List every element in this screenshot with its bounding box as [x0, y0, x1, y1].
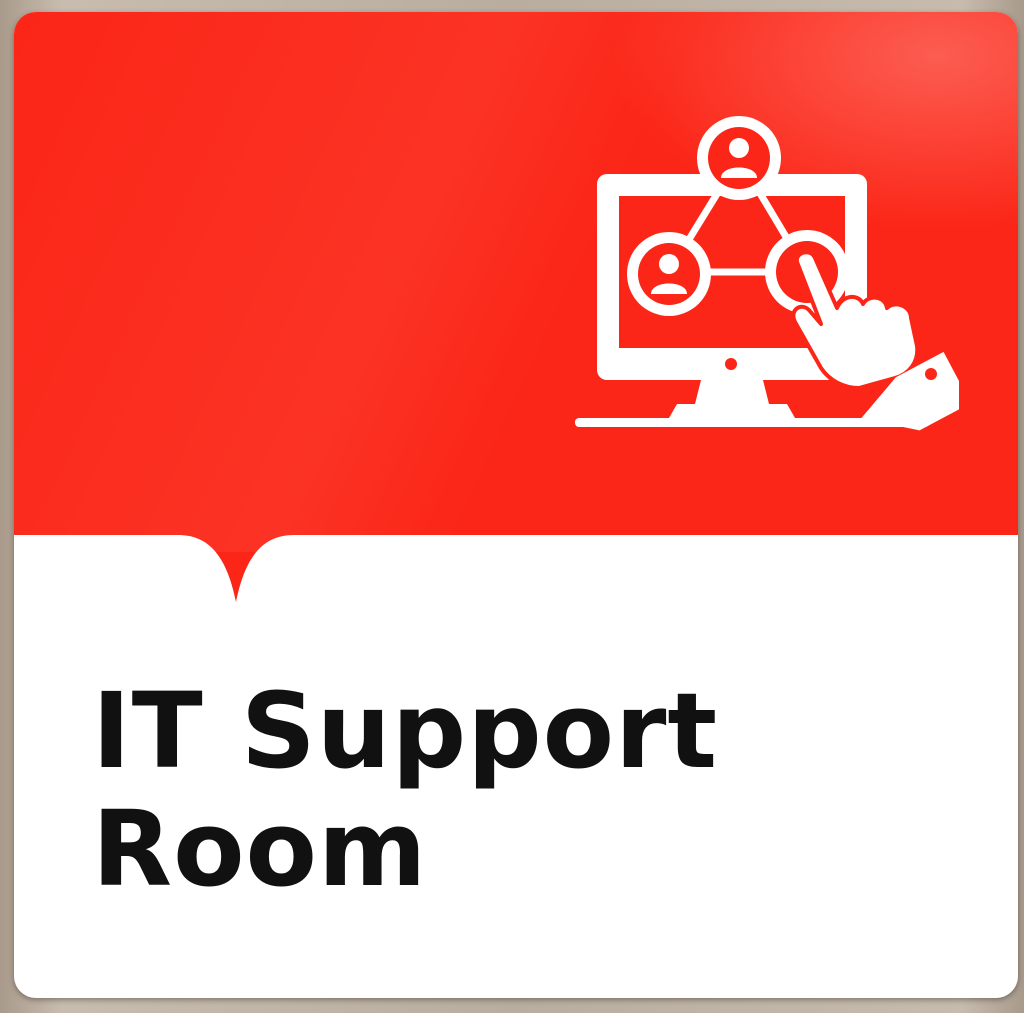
room-sign: IT Support Room: [14, 12, 1018, 998]
network-icon-graphic: [575, 116, 971, 431]
computer-network-support-icon: [559, 112, 971, 442]
room-name-line-2: Room: [92, 788, 428, 910]
pointing-hand-icon: [791, 250, 971, 431]
room-name-line-1: IT Support: [92, 670, 719, 792]
room-name: IT Support Room: [92, 672, 718, 908]
